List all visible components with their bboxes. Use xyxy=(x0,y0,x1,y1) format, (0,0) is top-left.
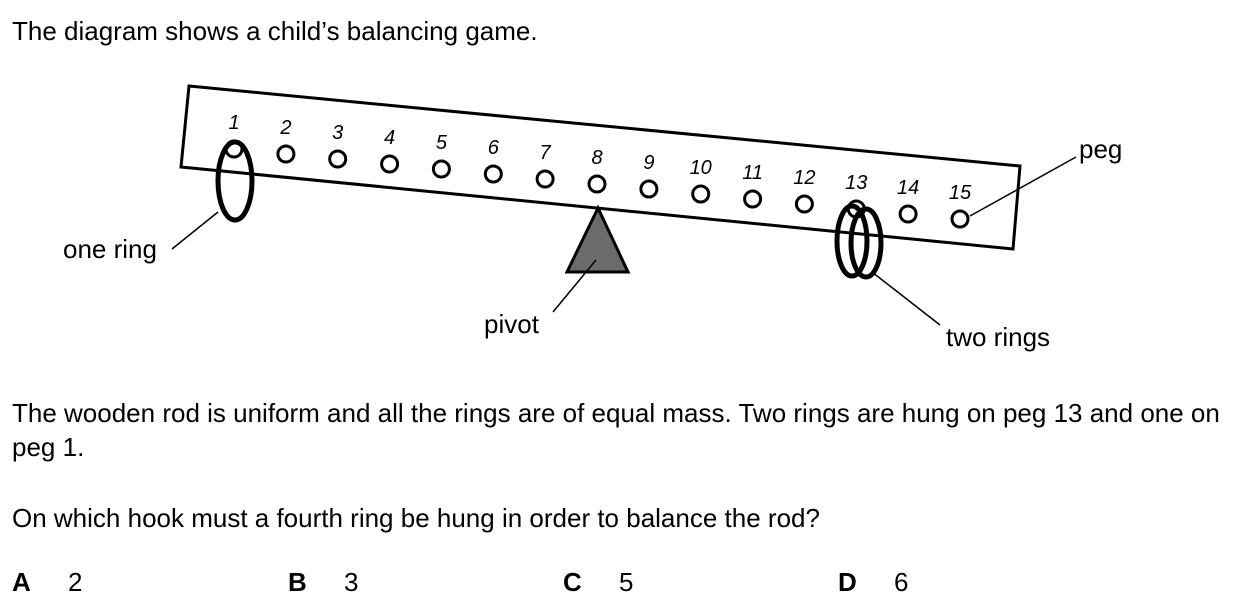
peg-leader-line xyxy=(969,156,1077,217)
option-a-letter: A xyxy=(12,567,31,597)
peg-number-1: 1 xyxy=(228,112,239,134)
option-c-letter: C xyxy=(563,567,582,597)
option-a-value: 2 xyxy=(68,567,83,597)
peg-7 xyxy=(535,169,555,189)
peg-8 xyxy=(587,174,607,194)
peg-number-14: 14 xyxy=(897,177,919,199)
peg-number-7: 7 xyxy=(540,142,552,164)
label-one-ring: one ring xyxy=(63,234,157,264)
peg-number-11: 11 xyxy=(742,162,763,184)
label-pivot: pivot xyxy=(484,309,540,339)
peg-11 xyxy=(743,189,763,209)
peg-15 xyxy=(950,209,970,229)
peg-number-3: 3 xyxy=(332,122,343,144)
peg-3 xyxy=(328,149,348,169)
option-b-letter: B xyxy=(288,567,307,597)
one-ring-leader-line xyxy=(171,211,219,250)
intro-text: The diagram shows a child’s balancing ga… xyxy=(12,16,538,46)
peg-14 xyxy=(898,204,918,224)
peg-number-2: 2 xyxy=(279,117,291,139)
peg-number-9: 9 xyxy=(643,152,654,174)
pegs xyxy=(224,139,970,229)
option-b-value: 3 xyxy=(344,567,359,597)
option-d-letter: D xyxy=(838,567,857,597)
option-d-value: 6 xyxy=(894,567,909,597)
label-two-rings: two rings xyxy=(946,322,1050,352)
peg-4 xyxy=(380,154,400,174)
two-rings-shape-b xyxy=(848,206,884,280)
peg-number-6: 6 xyxy=(488,137,500,159)
one-ring-shape xyxy=(215,139,255,223)
pivot-leader-line xyxy=(552,259,597,313)
label-peg: peg xyxy=(1079,134,1122,164)
peg-9 xyxy=(639,179,659,199)
pivot-triangle xyxy=(564,204,631,274)
peg-number-10: 10 xyxy=(690,157,712,179)
peg-5 xyxy=(431,159,451,179)
question-text: On which hook must a fourth ring be hung… xyxy=(12,503,820,533)
peg-12 xyxy=(794,194,814,214)
peg-number-15: 15 xyxy=(949,182,972,204)
peg-number-5: 5 xyxy=(436,132,448,154)
peg-10 xyxy=(691,184,711,204)
peg-6 xyxy=(483,164,503,184)
problem-paragraph: The wooden rod is uniform and all the ri… xyxy=(12,398,1220,462)
peg-2 xyxy=(276,144,296,164)
peg-number-4: 4 xyxy=(384,127,395,149)
peg-number-8: 8 xyxy=(591,147,602,169)
option-c-value: 5 xyxy=(619,567,634,597)
peg-number-13: 13 xyxy=(845,172,867,194)
two-rings-leader-line xyxy=(871,271,941,326)
two-rings-shape-a xyxy=(834,203,870,279)
peg-number-12: 12 xyxy=(793,167,815,189)
